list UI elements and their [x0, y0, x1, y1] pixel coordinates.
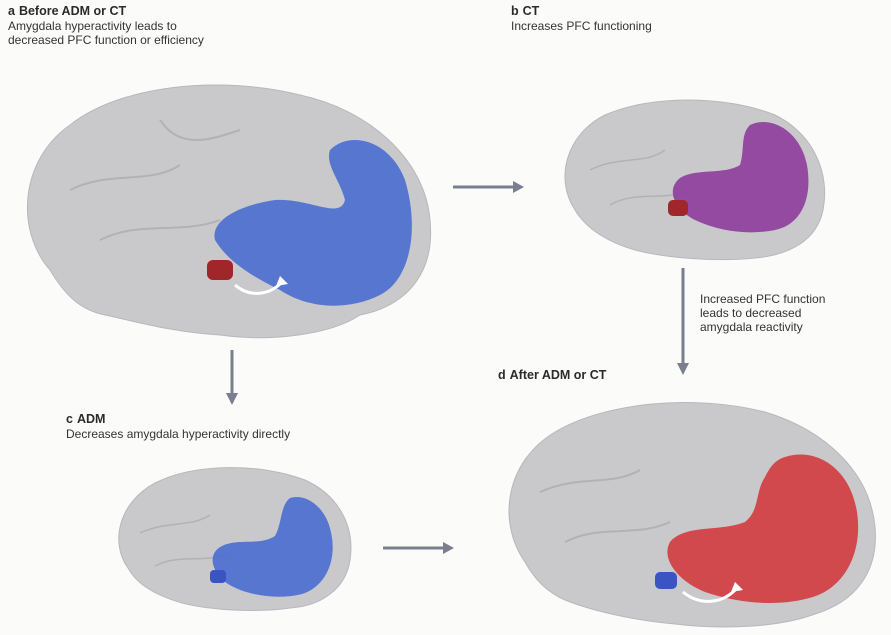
brain-b-amygdala [668, 200, 688, 216]
panel-d-letter: d [498, 368, 506, 382]
panel-a-label: a Before ADM or CT Amygdala hyperactivity… [8, 4, 204, 47]
arrow-a-to-b [453, 180, 525, 194]
arrow-b-to-d [676, 268, 690, 376]
panel-c-desc-1: Decreases amygdala hyperactivity directl… [66, 427, 290, 441]
panel-b-label: b CT Increases PFC functioning [511, 4, 652, 33]
brain-d-amygdala [655, 572, 677, 589]
panel-b-letter: b [511, 4, 519, 18]
brain-a [10, 70, 440, 350]
brain-a-amygdala [207, 260, 233, 280]
panel-a-desc-1: Amygdala hyperactivity leads to [8, 19, 204, 33]
panel-b-title: CT [523, 4, 540, 18]
panel-d-label: d After ADM or CT [498, 368, 606, 383]
panel-c-title: ADM [77, 412, 105, 426]
arrow-c-to-d [383, 541, 455, 555]
panel-b-desc-1: Increases PFC functioning [511, 19, 652, 33]
brain-c-amygdala [210, 570, 226, 583]
arrow-a-to-c [225, 350, 239, 406]
panel-c-label: c ADM Decreases amygdala hyperactivity di… [66, 412, 290, 441]
brain-b [555, 90, 835, 265]
panel-c-letter: c [66, 412, 73, 426]
panel-a-letter: a [8, 4, 15, 18]
panel-d-title: After ADM or CT [510, 368, 607, 382]
panel-a-desc-2: decreased PFC function or efficiency [8, 33, 204, 47]
brain-d [495, 392, 880, 632]
panel-a-title: Before ADM or CT [19, 4, 126, 18]
arrow-b-to-d-note: Increased PFC function leads to decrease… [700, 292, 825, 334]
brain-c [110, 458, 360, 618]
